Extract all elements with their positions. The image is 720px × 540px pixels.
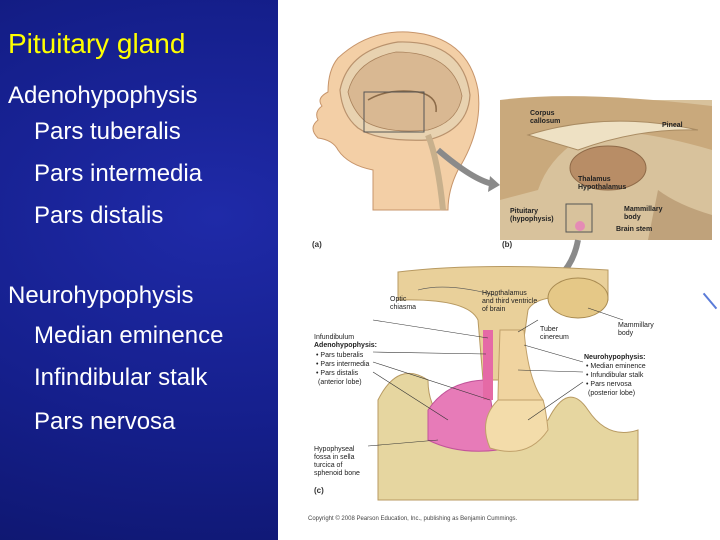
label-neuro-stalk: • Infundibular stalk	[586, 372, 644, 379]
label-third-ventricle: and third ventricle	[482, 298, 538, 305]
caption-b: (b)	[502, 240, 513, 249]
label-pineal: Pineal	[662, 122, 683, 129]
copyright-notice: Copyright © 2008 Pearson Education, Inc.…	[308, 516, 518, 522]
neuro-item-stalk: Infindibular stalk	[34, 364, 208, 391]
label-hypothalamus-c: Hypothalamus	[482, 290, 527, 297]
slide-title: Pituitary gland	[8, 28, 186, 59]
label-corpus: Corpus	[530, 110, 555, 117]
label-neuro-title: Neurohypophysis:	[584, 354, 646, 361]
label-optic: Optic	[390, 296, 407, 303]
label-of-brain: of brain	[482, 306, 506, 313]
label-thalamus: Thalamus	[578, 176, 611, 183]
label-hypothalamus: Hypothalamus	[578, 184, 627, 191]
label-chiasma: chiasma	[390, 304, 417, 311]
label-fossa-4: sphenoid bone	[314, 470, 360, 477]
label-mammillary-c: Mammillary	[618, 322, 654, 329]
adeno-item-distalis: Pars distalis	[34, 202, 164, 229]
label-tuber: Tuber	[540, 326, 559, 333]
adeno-item-intermedia: Pars intermedia	[34, 160, 203, 187]
label-body-b: body	[624, 214, 641, 221]
label-pituitary: Pituitary	[510, 208, 539, 215]
label-adeno-title: Adenohypophysis:	[314, 342, 378, 349]
label-adeno-distalis: • Pars distalis	[316, 370, 359, 377]
label-adeno-note: (anterior lobe)	[318, 379, 362, 386]
anatomy-illustration	[312, 31, 712, 501]
label-neuro-nervosa: • Pars nervosa	[586, 381, 632, 388]
label-neuro-note: (posterior lobe)	[588, 390, 636, 397]
label-cinereum: cinereum	[540, 334, 569, 341]
anatomy-figure: (a) (b) (c) Corpus callosum Pineal Thala…	[278, 0, 720, 540]
caption-c: (c)	[314, 486, 324, 495]
label-hypophysis: (hypophysis)	[510, 216, 554, 223]
label-adeno-intermedia: • Pars intermedia	[316, 361, 370, 368]
pituitary-detail	[367, 265, 639, 501]
neuro-item-nervosa: Pars nervosa	[34, 408, 176, 435]
label-callosum: callosum	[530, 118, 561, 125]
adeno-item-tuberalis: Pars tuberalis	[34, 118, 181, 145]
brain-section	[500, 96, 712, 240]
label-fossa-1: Hypophyseal	[314, 446, 355, 453]
caption-a: (a)	[312, 240, 322, 249]
label-adeno-tuberalis: • Pars tuberalis	[316, 352, 364, 359]
neuro-item-median: Median eminence	[34, 322, 224, 349]
label-fossa-3: turcica of	[314, 462, 343, 469]
label-fossa-2: fossa in sella	[314, 454, 355, 461]
neuro-heading: Neurohypophysis	[8, 282, 194, 309]
head-profile	[312, 31, 480, 211]
label-infundibulum: Infundibulum	[314, 334, 355, 341]
label-body-c: body	[618, 330, 634, 337]
label-brainstem: Brain stem	[616, 226, 653, 233]
label-mammillary-b: Mammillary	[624, 206, 663, 213]
adeno-heading: Adenohypophysis	[8, 82, 198, 109]
label-neuro-median: • Median eminence	[586, 363, 646, 370]
